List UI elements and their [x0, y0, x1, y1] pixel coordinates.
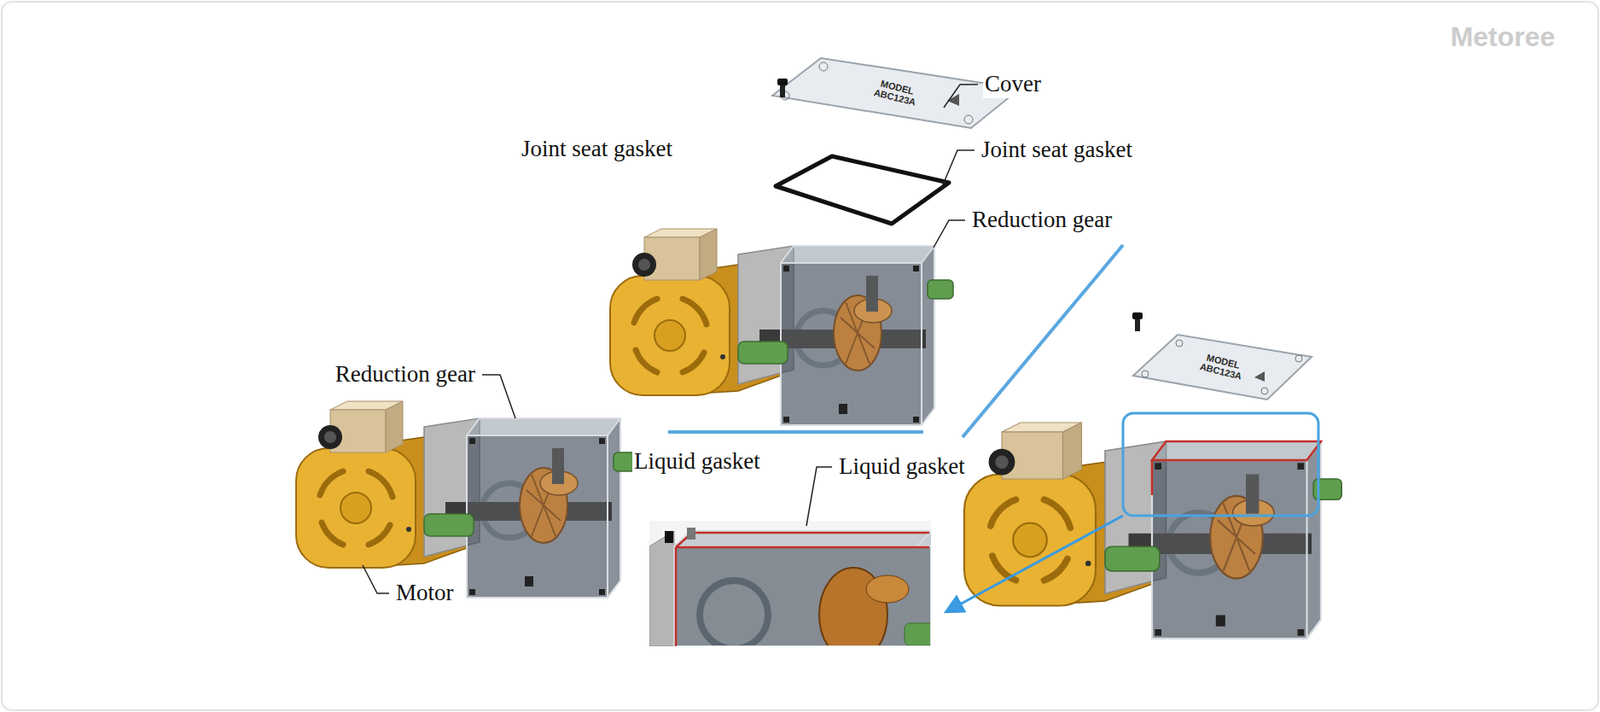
- part-label: Reduction gear: [970, 206, 1114, 233]
- liquid-gasket-line: [1152, 441, 1321, 495]
- part-label: Liquid gasket: [632, 448, 763, 475]
- part-label: Joint seat gasket: [519, 135, 675, 163]
- screw: [1132, 312, 1143, 332]
- guide-line: [668, 430, 924, 434]
- guide-line: [962, 244, 1123, 437]
- gear-motor: [610, 228, 954, 425]
- part-label: Motor: [394, 579, 456, 606]
- gear-motor: [964, 422, 1342, 639]
- highlight-frame: [1122, 413, 1319, 516]
- cover-plate: [1133, 334, 1312, 400]
- watermark: Metoree: [1450, 21, 1556, 53]
- leader-lines: [362, 84, 978, 594]
- part-label: Liquid gasket: [837, 453, 967, 480]
- joint-seat-gasket: [775, 156, 949, 224]
- part-label: Cover: [983, 70, 1043, 98]
- screw: [777, 78, 788, 98]
- gear-motor: [296, 401, 640, 598]
- part-label: Joint seat gasket: [979, 136, 1135, 163]
- zoom-arrow: [947, 515, 1123, 611]
- part-label: Reduction gear: [333, 360, 478, 388]
- detail-inset: [649, 520, 931, 646]
